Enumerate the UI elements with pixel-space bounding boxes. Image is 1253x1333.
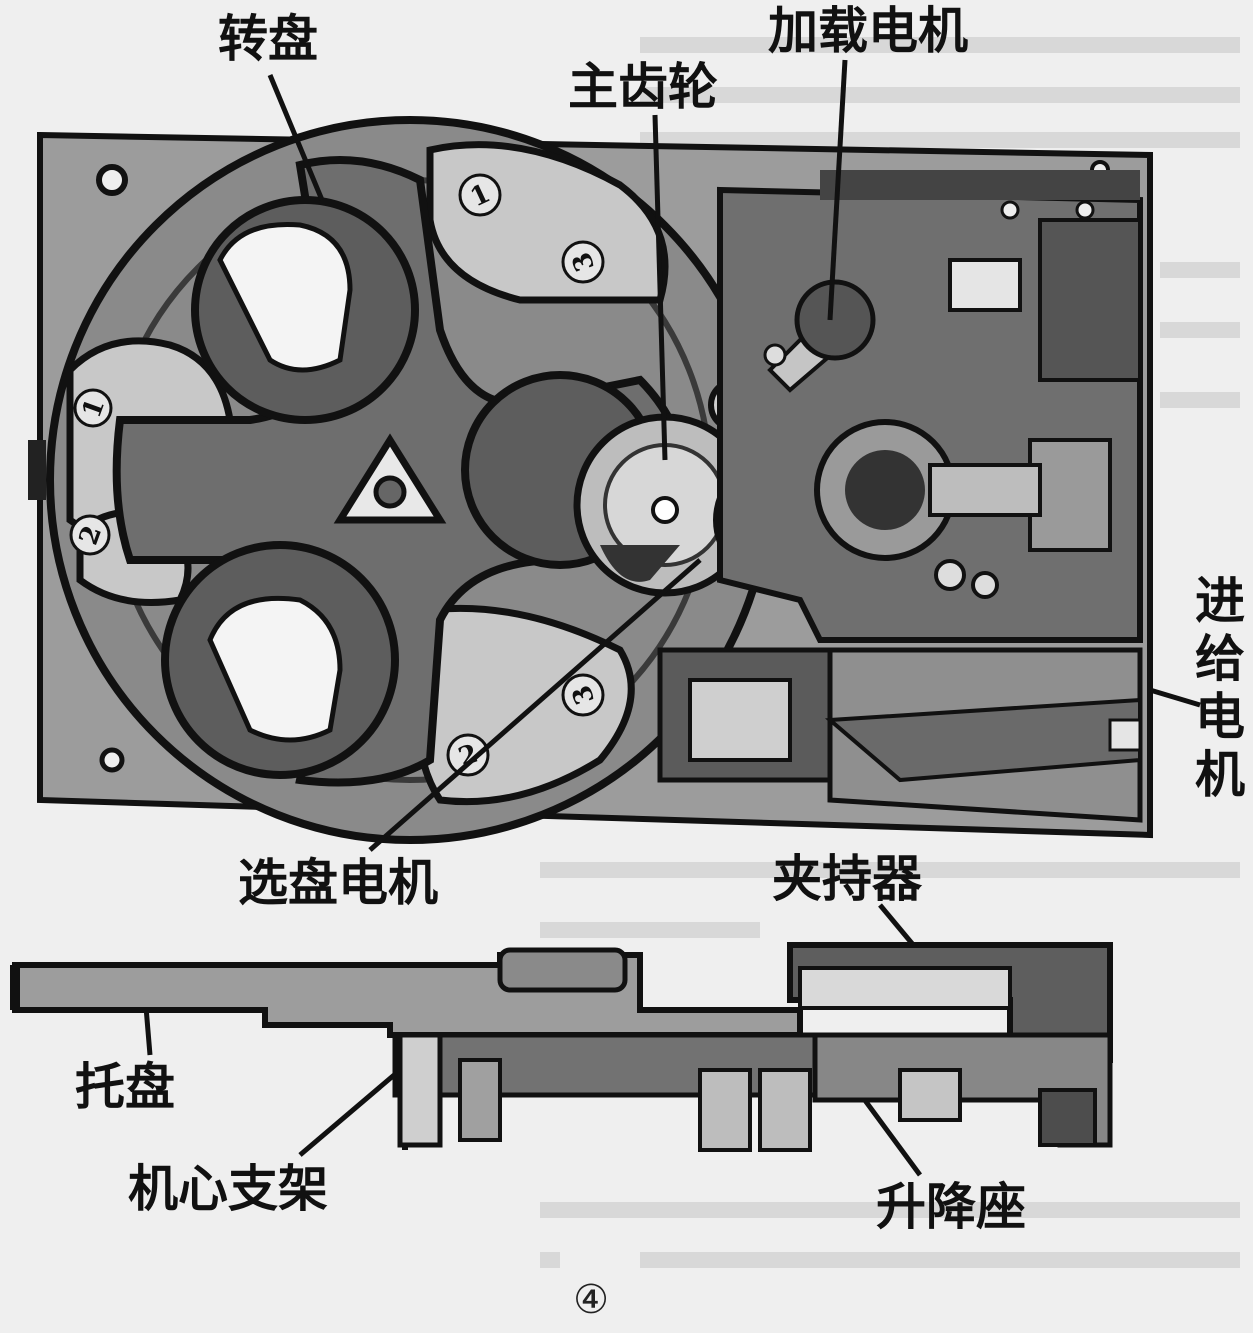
feed-motor-area (657, 647, 1143, 823)
main-gear (573, 413, 757, 597)
top-view: 1 1 2 2 3 3 (28, 59, 1201, 1177)
slot-marker-1: 1 (458, 173, 502, 217)
label-feed-motor: 进给电机 (1195, 572, 1245, 804)
slot-number-markers: 1 1 2 2 3 3 (69, 173, 605, 777)
side-view (10, 942, 1113, 1152)
side-tab (28, 440, 46, 500)
label-turntable: 转盘 (218, 10, 318, 68)
slot-marker-4: 2 (446, 733, 490, 777)
turntable-hub-hole (373, 475, 407, 509)
faint-background-text (540, 37, 1240, 1268)
label-lift-base: 升降座 (876, 1178, 1026, 1236)
label-disc-select-motor: 选盘电机 (238, 854, 438, 912)
slot-marker-6: 3 (561, 673, 605, 717)
slot-marker-5: 3 (561, 240, 605, 284)
slot-marker-2: 1 (73, 388, 113, 428)
lift-base-side (812, 1032, 1113, 1148)
loading-mechanism-block (717, 170, 1143, 643)
label-clamper: 夹持器 (772, 850, 922, 908)
slot-marker-3: 2 (69, 514, 111, 556)
label-mechanism-bracket: 机心支架 (128, 1160, 328, 1218)
figure-number: ④ (573, 1277, 609, 1323)
label-tray: 托盘 (75, 1058, 175, 1116)
label-loading-motor: 加载电机 (768, 2, 968, 60)
mount-hole (96, 164, 128, 196)
mechanism-bracket-side (392, 1032, 818, 1152)
label-main-gear: 主齿轮 (568, 58, 718, 116)
mount-hole (99, 747, 125, 773)
